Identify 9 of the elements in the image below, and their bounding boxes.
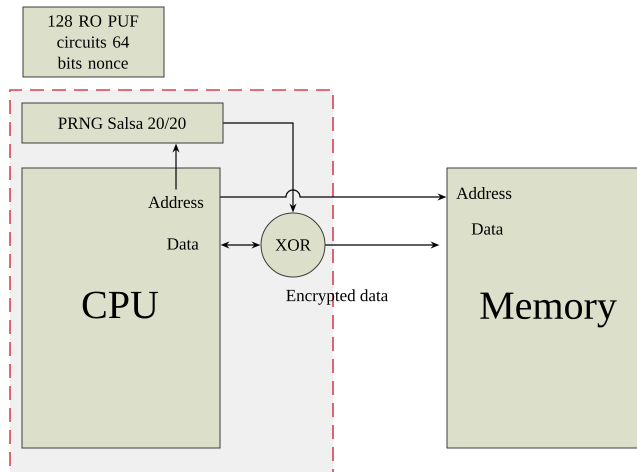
port-label: Address [456, 187, 512, 199]
block-title: Memory [480, 292, 617, 328]
box-label: 128 RO PUF circuits 64 bits nonce [48, 15, 138, 69]
port-label: Address [148, 196, 204, 208]
block-title: CPU [82, 292, 158, 318]
port-label: Data [472, 223, 504, 235]
box-label: XOR [275, 239, 311, 251]
box-label: PRNG Salsa 20/20 [58, 117, 186, 129]
port-label: Data [167, 238, 199, 250]
